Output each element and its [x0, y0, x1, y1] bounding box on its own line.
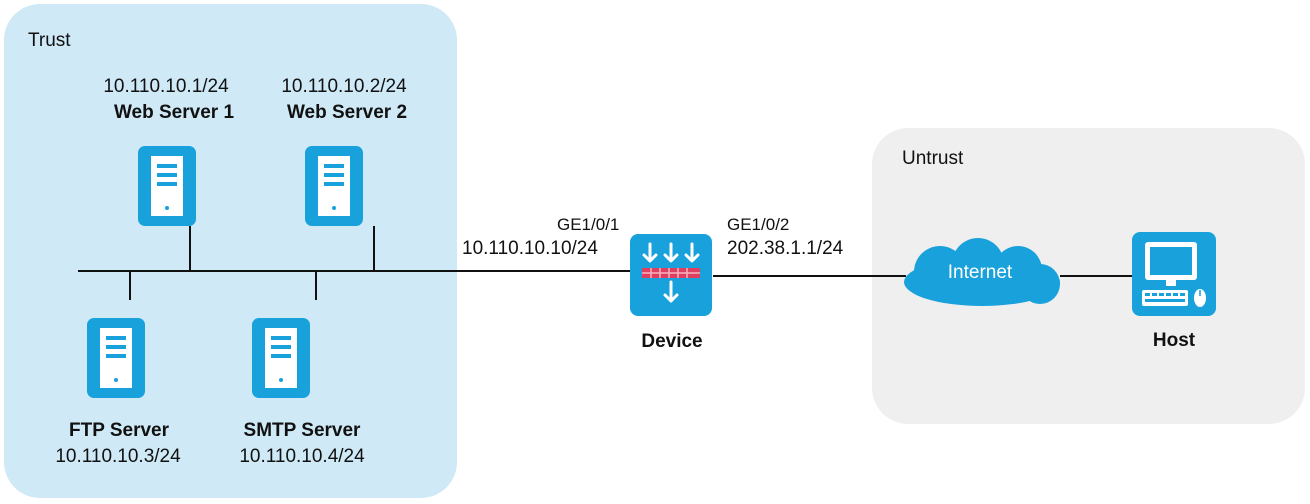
- device-name: Device: [641, 331, 703, 352]
- untrust-zone-label: Untrust: [902, 148, 964, 169]
- internet-label: Internet: [947, 262, 1013, 283]
- web-server-1-icon: [138, 146, 196, 226]
- host-name: Host: [1152, 330, 1196, 351]
- interface-ge1-0-1-ip: 10.110.10.10/24: [462, 238, 598, 259]
- interface-ge1-0-2-ip: 202.38.1.1/24: [727, 238, 844, 259]
- ftp-server-ip: 10.110.10.3/24: [55, 446, 181, 467]
- smtp-server-name: SMTP Server: [243, 420, 361, 441]
- web-server-1-name: Web Server 1: [113, 102, 235, 123]
- trust-zone-label: Trust: [28, 30, 71, 51]
- web-server-1-ip: 10.110.10.1/24: [103, 76, 229, 97]
- trust-zone: [4, 4, 457, 498]
- web-server-2-icon: [305, 146, 363, 226]
- interface-ge1-0-1-name: GE1/0/1: [557, 215, 620, 234]
- smtp-server-icon: [252, 318, 310, 398]
- cloud-icon: [904, 238, 1060, 306]
- ftp-server-name: FTP Server: [69, 420, 169, 441]
- web-server-2-name: Web Server 2: [286, 102, 408, 123]
- firewall-icon: [630, 234, 712, 316]
- smtp-server-ip: 10.110.10.4/24: [239, 446, 365, 467]
- ftp-server-icon: [87, 318, 145, 398]
- interface-ge1-0-2-name: GE1/0/2: [727, 215, 790, 234]
- computer-icon: [1132, 232, 1216, 316]
- web-server-2-ip: 10.110.10.2/24: [281, 76, 407, 97]
